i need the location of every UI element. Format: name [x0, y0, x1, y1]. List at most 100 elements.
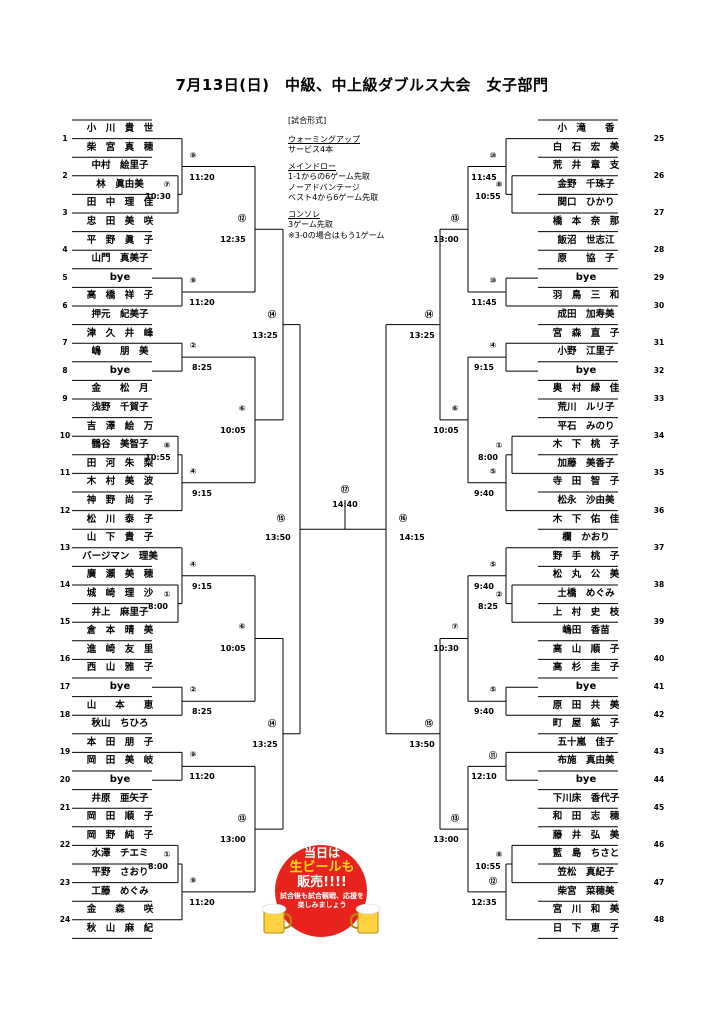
player-name: 原 田 共 美	[552, 699, 620, 711]
player-name: 林 眞由美	[96, 178, 144, 190]
player-name: 押元 紀美子	[91, 309, 149, 320]
entry-number: 41	[653, 682, 665, 692]
player-name: 町 屋 鉱 子	[552, 718, 620, 730]
entry-number: 29	[653, 273, 665, 283]
match-time: 10:05	[220, 425, 246, 435]
player-name: 野 手 桃 子	[552, 550, 620, 562]
warmup-detail: サービス4本	[288, 145, 334, 154]
entry-number: 30	[653, 301, 665, 310]
entry-number: 40	[653, 654, 665, 664]
semifinal-number: ⑮	[277, 514, 285, 524]
entry-number: 10	[59, 431, 71, 441]
bye-label: bye	[575, 681, 597, 692]
warmup-label: ウォーミングアップ	[288, 134, 360, 144]
entry-number: 1	[62, 133, 68, 143]
player-name: 吉 澤 絵 万	[86, 420, 154, 432]
match-time: 10:55	[475, 862, 501, 871]
player-name: 高 橋 祥 子	[86, 290, 154, 302]
final-number: ⑰	[341, 485, 349, 494]
match-number: ⑬	[451, 214, 459, 224]
player-name: 田 中 理 佳	[86, 197, 154, 209]
player-name: 羽 鳥 三 和	[552, 290, 620, 302]
match-number: ⑫	[238, 214, 246, 224]
player-name: 小野 江里子	[557, 346, 615, 358]
player-name: 橋 本 奈 那	[552, 216, 620, 227]
player-name: 宮 森 直 子	[552, 327, 620, 339]
match-number: ⑨	[189, 875, 197, 885]
player-name: 奥 村 緑 佳	[552, 383, 620, 395]
entry-number: 27	[653, 208, 665, 217]
player-name: 岡 田 美 岐	[86, 755, 154, 767]
match-time: 13:25	[252, 739, 278, 749]
match-number: ②	[189, 341, 197, 351]
match-time: 8:00	[148, 862, 168, 871]
player-name: 津 久 井 峰	[86, 327, 154, 339]
entry-number: 44	[653, 775, 665, 785]
match-number: ⑨	[189, 150, 197, 160]
match-time: 11:45	[471, 298, 497, 308]
match-time: 11:20	[189, 772, 215, 782]
match-number: ②	[189, 685, 197, 695]
match-time: 9:40	[474, 707, 494, 717]
entry-number: 25	[653, 133, 665, 143]
match-number: ⑭	[268, 718, 276, 728]
player-name: 飯沼 世志江	[557, 234, 615, 246]
match-time: 8:25	[192, 363, 212, 373]
entry-number: 21	[59, 803, 71, 813]
match-number: ⑮	[425, 718, 433, 728]
entry-number: 8	[62, 366, 68, 376]
entry-number: 35	[653, 468, 665, 478]
match-time: 12:10	[471, 772, 497, 782]
player-name: 松 丸 公 美	[552, 569, 620, 581]
match-time: 8:25	[192, 707, 212, 717]
player-name: 倉 本 晴 美	[86, 625, 154, 637]
player-name: 水澤 チエミ	[91, 848, 149, 860]
beer-promo-text: 当日は 生ビールも 販売!!!! 試合後も試合観戦、応援を楽しみましょう	[277, 846, 367, 910]
bye-label: bye	[109, 364, 131, 376]
entry-number: 5	[62, 273, 68, 283]
match-number: ④	[189, 466, 197, 476]
player-name: 平 野 眞 子	[86, 234, 154, 246]
player-name: 藤 井 弘 美	[552, 829, 620, 841]
entry-number: 34	[653, 431, 665, 441]
match-time: 9:40	[474, 581, 494, 591]
match-time: 11:20	[189, 298, 215, 308]
match-number: ①	[495, 440, 503, 450]
player-name: 加藤 美香子	[557, 457, 615, 469]
player-name: 工藤 めぐみ	[91, 885, 149, 897]
match-time: 13:25	[409, 330, 435, 340]
player-name: 小 川 貴 世	[86, 123, 154, 134]
entry-number: 15	[59, 617, 71, 627]
player-name: 五十嵐 佳子	[557, 736, 615, 748]
entry-number: 22	[59, 840, 71, 850]
entry-number: 20	[59, 775, 71, 785]
consolation-label: コンソレ	[288, 209, 320, 219]
page-title: 7月13日(日) 中級、中上級ダブルス大会 女子部門	[175, 76, 549, 94]
player-name: 宮 川 和 美	[552, 904, 620, 916]
player-name: 田 河 朱 梨	[86, 457, 154, 469]
match-number: ⑫	[489, 876, 497, 886]
player-name: 松 川 泰 子	[86, 513, 154, 525]
bye-label: bye	[575, 774, 597, 785]
match-number: ⑧	[495, 850, 503, 859]
player-name: 岡 田 順 子	[86, 811, 154, 823]
player-name: 金 松 月	[91, 383, 149, 395]
player-name: 上 村 史 枝	[552, 606, 620, 618]
entry-number: 13	[59, 542, 71, 552]
main-draw-label: メインドロー	[288, 161, 336, 171]
entry-number: 4	[62, 245, 68, 255]
entry-number: 18	[59, 710, 71, 720]
player-name: 嶋田 香苗	[562, 625, 610, 637]
entry-number: 39	[653, 617, 665, 627]
bye-label: bye	[109, 774, 131, 785]
entry-number: 24	[59, 914, 71, 924]
match-time: 10:30	[433, 644, 459, 654]
match-time: 11:20	[189, 172, 215, 182]
match-time: 12:35	[220, 235, 246, 245]
player-name: 高 山 順 子	[552, 643, 620, 655]
match-number: ⑤	[489, 685, 497, 695]
entry-number: 19	[59, 747, 71, 757]
player-name: 欄 かおり	[562, 532, 610, 544]
